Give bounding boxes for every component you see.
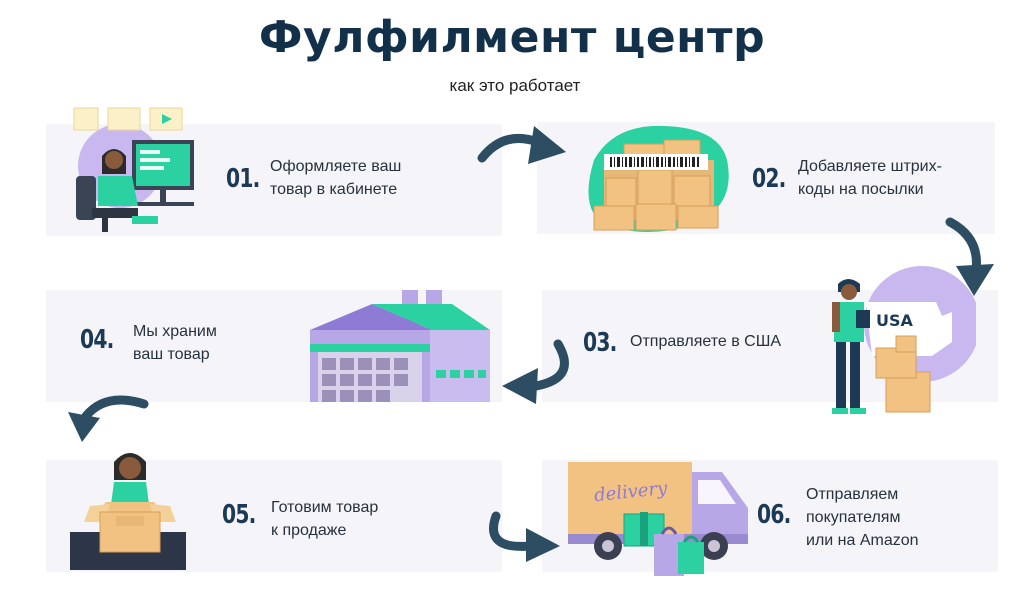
step-text-6: Отправляем покупателям или на Amazon [806,486,919,549]
packing-worker-icon [70,453,186,570]
step-text-3: Отправляете в США [630,333,782,350]
computer-workstation-icon [73,107,194,232]
barcode-boxes-icon [588,125,729,232]
delivery-truck-icon: delivery [568,462,748,576]
usa-label: USA [876,311,914,330]
step-number-2: 02. [752,164,786,194]
arrow-4-to-5-icon [68,395,149,442]
step-number-1: 01. [226,164,260,194]
step-number-4: 04. [80,325,114,355]
step-number-3: 03. [583,328,617,358]
arrow-5-to-6-icon [489,511,560,562]
arrow-2-to-3-icon [945,217,994,296]
warehouse-icon [310,290,490,402]
arrow-3-to-4-icon [502,339,569,404]
step-text-1: Оформляете ваш товар в кабинете [270,158,402,198]
page-title: Фулфилмент центр [258,12,766,63]
step-number-5: 05. [222,500,256,530]
courier-usa-icon: USA [832,266,976,414]
step-text-4: Мы храним ваш товар [133,323,217,363]
step-text-5: Готовим товар к продаже [271,499,379,539]
step-text-2: Добавляете штрих- коды на посылки [798,158,942,198]
arrow-1-to-2-icon [477,126,566,164]
step-number-6: 06. [757,500,791,530]
page-subtitle: как это работает [449,76,581,95]
